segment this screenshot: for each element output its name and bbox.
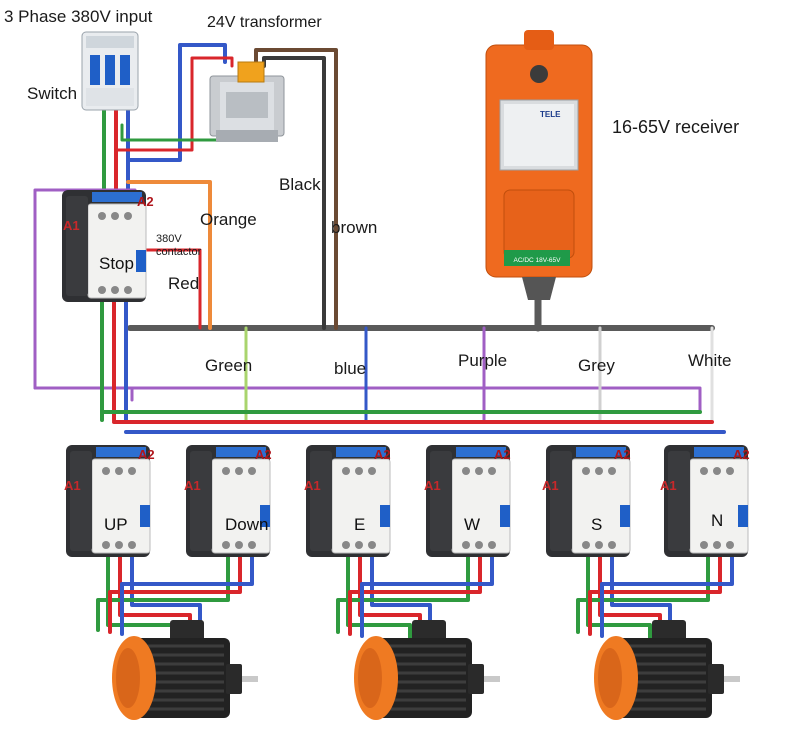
contactor-e-body [306,445,391,557]
motor-group [112,620,740,720]
motor-3 [594,620,740,720]
contactor-e-label: E [354,515,366,534]
down-a1-tag: A1 [184,478,201,493]
e-a1-tag: A1 [304,478,321,493]
w-a1-tag: A1 [424,478,441,493]
switch-breaker [81,31,139,111]
e-a2-tag: A2 [374,447,391,462]
blue-wire-label: blue [334,359,367,378]
up-a1-tag: A1 [64,478,81,493]
input-label: 3 Phase 380V input [4,7,153,26]
motor-2 [354,620,500,720]
n-a1-tag: A1 [660,478,677,493]
contactor-w-body [426,445,511,557]
contactor-note-text: 380V contactor [156,233,202,258]
motor-1 [112,620,258,720]
orange-wire-label: Orange [200,210,257,229]
transformer-label: 24V transformer [207,14,322,31]
s-a2-tag: A2 [614,447,631,462]
s-a1-tag: A1 [542,478,559,493]
contactor-up-body [66,445,151,557]
receiver-rating-label: AC/DC 18V-65V [514,257,562,264]
contactor-s-label: S [591,515,603,534]
receiver-unit [485,30,593,300]
receiver-brand-label: TELE [540,110,561,119]
n-a2-tag: A2 [733,447,750,462]
contactor-down-body [186,445,271,557]
contactor-w-label: W [464,515,481,534]
black-wire-label: Black [279,175,321,194]
contactor-stop-body [62,190,147,302]
brown-wire-label: brown [331,218,378,237]
w-a2-tag: A2 [494,447,511,462]
switch-label: Switch [27,84,78,103]
contactor-group [62,190,749,557]
contactor-note-label: 380V contactor [156,233,216,258]
purple-wire-label: Purple [458,351,508,370]
contactor-stop-label: Stop [99,254,134,273]
contactor-up-label: UP [104,515,128,534]
stop-a2-tag: A2 [137,194,154,209]
contactor-s-body [546,445,631,557]
contactor-n-body [664,445,749,557]
transformer [209,61,285,142]
contactor-down-label: Down [225,515,269,534]
up-a2-tag: A2 [138,447,155,462]
contactor-n-label: N [711,511,724,530]
down-a2-tag: A2 [255,447,272,462]
white-wire-label: White [688,351,732,370]
red-wire-label: Red [168,274,200,293]
grey-wire-label: Grey [578,356,615,375]
stop-a1-tag: A1 [63,218,80,233]
green-wire-label: Green [205,356,253,375]
receiver-label: 16-65V receiver [612,117,740,137]
